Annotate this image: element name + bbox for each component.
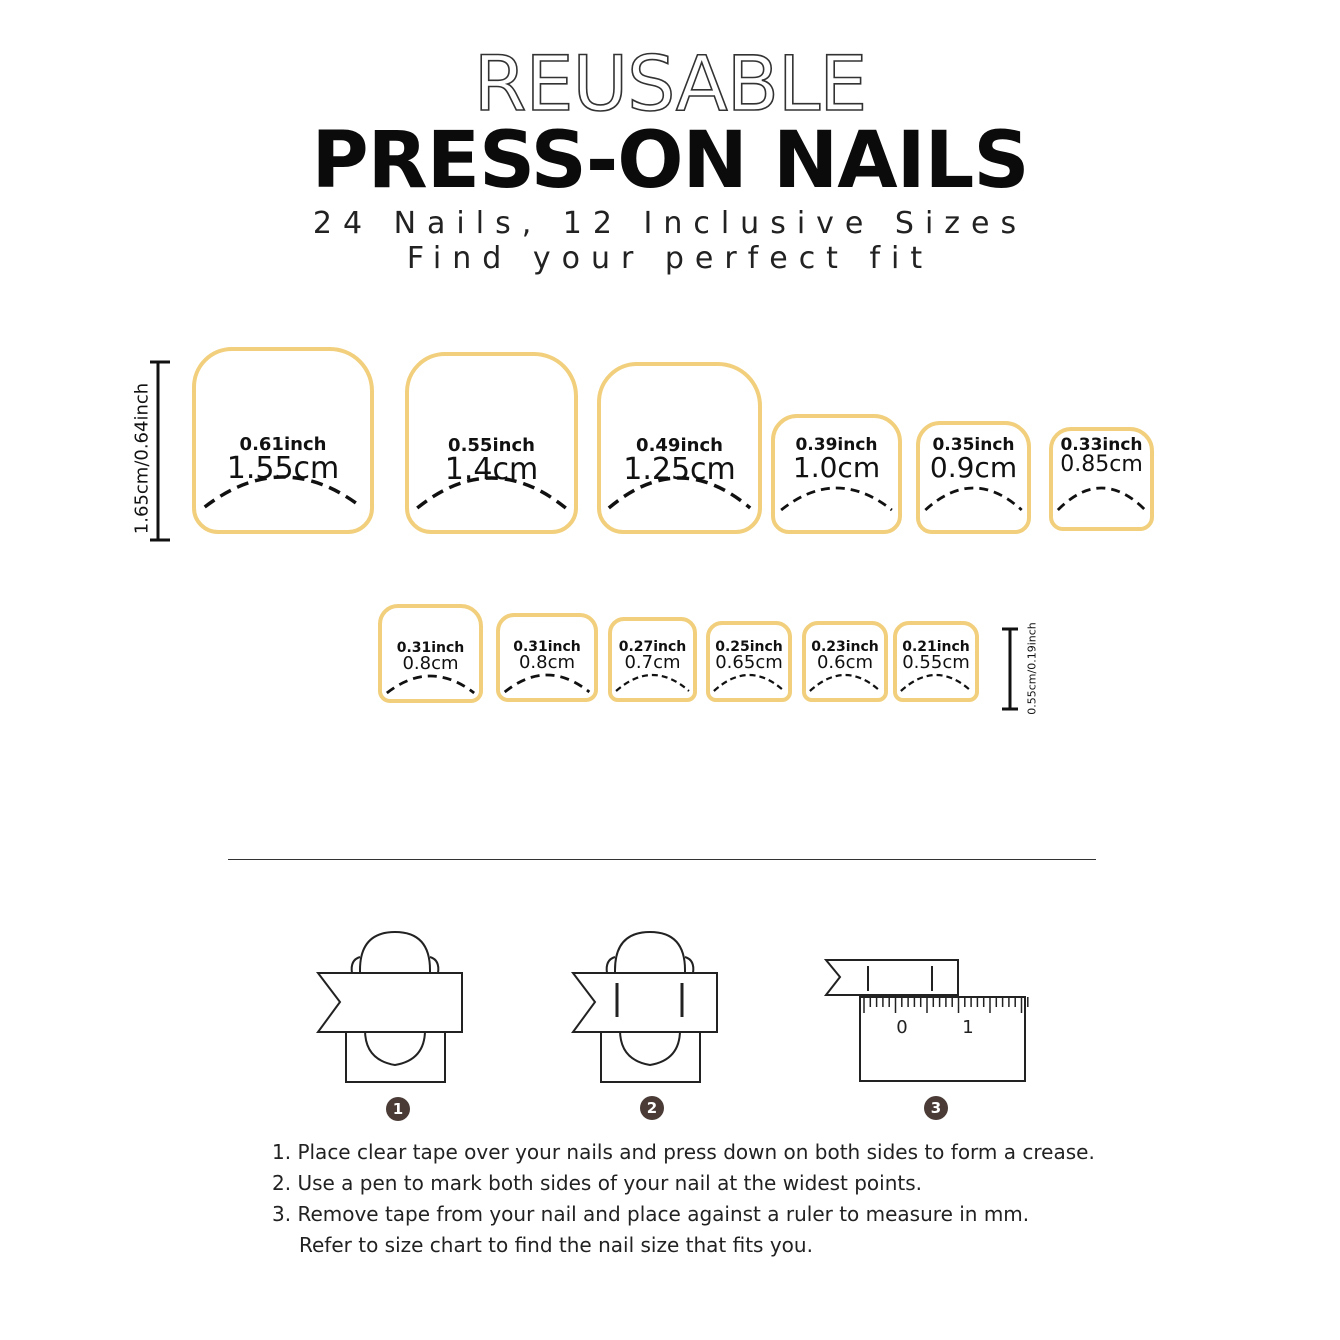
- step-1-badge: 1: [386, 1097, 410, 1121]
- title-outline: REUSABLE: [473, 38, 868, 128]
- instructions-list: 1. Place clear tape over your nails and …: [272, 1137, 1172, 1261]
- nail-width-cm: 0.8cm: [518, 652, 576, 673]
- title-outline-text: REUSABLE: [474, 39, 867, 128]
- length-bracket-large: [150, 360, 170, 542]
- nail-width-inch: 0.23inch: [811, 639, 879, 655]
- nail-width-inch: 0.33inch: [1060, 435, 1143, 455]
- nail-width-cm: 1.0cm: [792, 451, 881, 484]
- nail-cuticle-curve: [615, 673, 690, 692]
- step-1-tape-over-nail-illustration: [315, 930, 463, 1083]
- nail-width-inch: 0.31inch: [513, 639, 581, 655]
- instruction-step-3: 3. Remove tape from your nail and place …: [272, 1202, 1030, 1226]
- length-label-small: 0.55cm/0.19inch: [1025, 622, 1039, 715]
- step-2-mark-widest-points-illustration: [570, 930, 718, 1083]
- nail-width-cm: 0.55cm: [902, 652, 970, 673]
- nail-width-inch: 0.55inch: [448, 435, 535, 456]
- nail-cuticle-curve: [203, 475, 363, 509]
- nail-width-cm: 0.65cm: [715, 652, 783, 673]
- step-2-badge: 2: [640, 1096, 664, 1120]
- step-3-badge: 3: [924, 1096, 948, 1120]
- ruler-label-0: 0: [896, 1017, 907, 1038]
- nail-width-cm: 1.4cm: [444, 452, 539, 487]
- nail-width-inch: 0.49inch: [636, 435, 723, 456]
- length-label-large: 1.65cm/0.64inch: [131, 382, 153, 535]
- ruler-label-1: 1: [962, 1017, 973, 1038]
- nail-width-cm: 1.25cm: [623, 452, 736, 487]
- nail-width-cm: 0.6cm: [816, 652, 874, 673]
- nail-width-cm: 0.7cm: [624, 652, 681, 673]
- nail-cuticle-curve: [607, 476, 752, 510]
- page-title: PRESS-ON NAILS: [311, 116, 1029, 206]
- nail-cuticle-curve: [385, 674, 476, 695]
- nail-width-inch: 0.39inch: [795, 435, 878, 455]
- nail-width-inch: 0.61inch: [239, 434, 327, 455]
- step-3-ruler-measure-illustration: 0 1: [823, 959, 1029, 1082]
- nail-width-inch: 0.25inch: [715, 639, 783, 655]
- nail-width-inch: 0.27inch: [618, 639, 687, 655]
- nail-width-inch: 0.35inch: [932, 435, 1015, 455]
- nail-width-inch: 0.31inch: [396, 640, 465, 656]
- nail-cuticle-curve: [924, 486, 1023, 512]
- section-divider: [228, 859, 1096, 860]
- nail-width-cm: 1.55cm: [226, 451, 340, 486]
- nail-width-cm: 0.8cm: [402, 653, 459, 674]
- instruction-step-1: 1. Place clear tape over your nails and …: [272, 1140, 1095, 1164]
- nail-cuticle-curve: [503, 673, 591, 694]
- length-bracket-small: [1002, 627, 1018, 711]
- subtitle-fit: Find your perfect fit: [406, 241, 934, 276]
- subtitle-sizes: 24 Nails, 12 Inclusive Sizes: [312, 206, 1028, 241]
- nail-cuticle-curve: [1056, 486, 1147, 511]
- nail-width-inch: 0.21inch: [902, 639, 970, 655]
- nail-cuticle-curve: [780, 486, 893, 512]
- nail-cuticle-curve: [416, 476, 567, 510]
- nail-width-cm: 0.9cm: [929, 451, 1018, 484]
- instruction-step-2: 2. Use a pen to mark both sides of your …: [272, 1171, 923, 1195]
- nail-width-cm: 0.85cm: [1060, 452, 1143, 477]
- instruction-note: Refer to size chart to find the nail siz…: [299, 1233, 813, 1257]
